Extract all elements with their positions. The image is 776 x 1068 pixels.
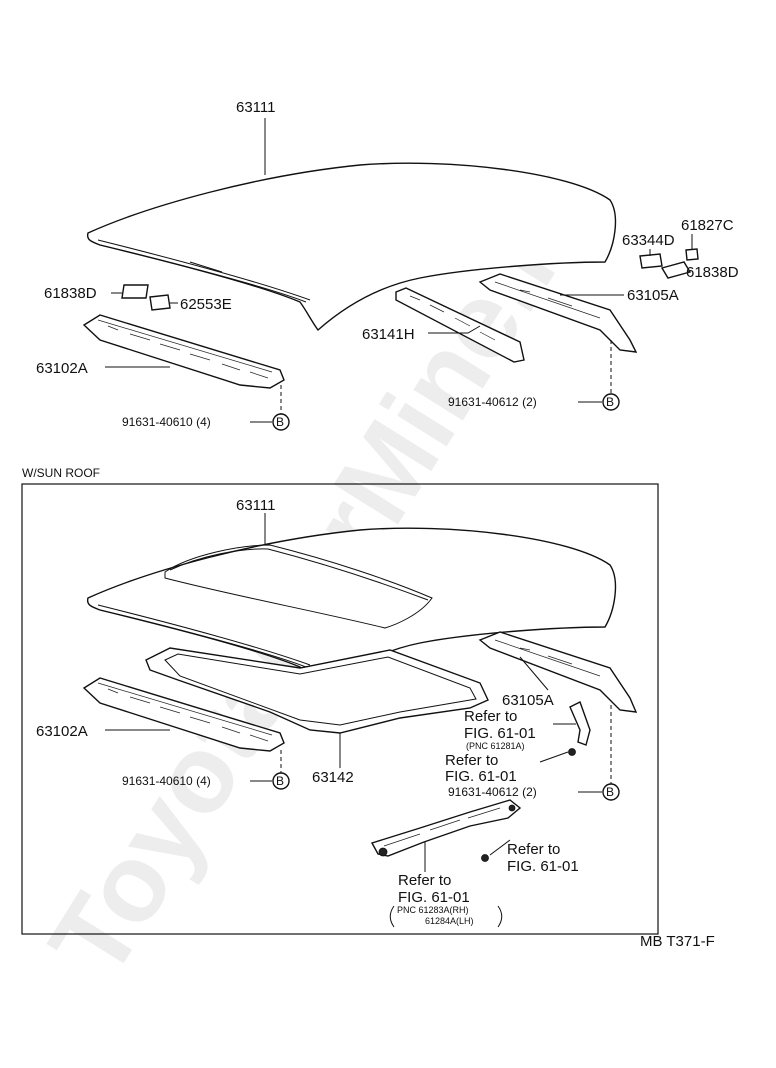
ref1-line2: FIG. 61-01 xyxy=(464,725,536,742)
ref3-line2: FIG. 61-01 xyxy=(507,858,579,875)
bolt-symbol-right-sunroof-text: B xyxy=(606,785,614,799)
ref3-line1: Refer to xyxy=(507,841,560,858)
label-reinforcement-rear: 63105A xyxy=(627,287,679,304)
label-reinforcement-rear-sunroof: 63105A xyxy=(502,692,554,709)
top-diagram: 63111 61838D 62553E 63102A B 91631-40610… xyxy=(36,99,739,431)
ref2-line1: Refer to xyxy=(445,752,498,769)
bottom-diagram: 63111 63142 63102A B 91631-40610 (4) 631… xyxy=(36,497,638,928)
label-bolt-right-sunroof: 91631-40612 (2) xyxy=(448,785,537,799)
pad-62553e xyxy=(149,294,171,311)
label-bolt-right: 91631-40612 (2) xyxy=(448,395,537,409)
rail-bolt xyxy=(508,804,516,812)
label-pad-right-mid: 63344D xyxy=(622,232,675,249)
sunroof-opening xyxy=(164,544,433,629)
sunroof-bracket xyxy=(569,701,591,746)
label-pad-right-top: 61827C xyxy=(681,217,734,234)
label-roof-panel-sunroof: 63111 xyxy=(236,497,276,514)
bolt-symbol-left-sunroof xyxy=(272,772,290,790)
screw-1 xyxy=(568,748,576,756)
paren-right xyxy=(497,905,503,928)
roof-bow xyxy=(395,287,525,363)
bolt-symbol-right-text: B xyxy=(606,395,614,409)
label-pad-left: 61838D xyxy=(44,285,97,302)
label-bolt-left-sunroof: 91631-40610 (4) xyxy=(122,774,211,788)
label-pad-right-low: 61838D xyxy=(686,264,739,281)
reinforcement-rear xyxy=(478,273,638,353)
bolt-symbol-right-sunroof xyxy=(602,783,620,801)
pad-61838d-left xyxy=(121,284,149,299)
bolt-symbol-left xyxy=(272,413,290,431)
figure-code: MB T371-F xyxy=(640,933,715,950)
ref1-pnc: (PNC 61281A) xyxy=(466,741,525,751)
ref4-pnc-1: PNC 61283A(RH) xyxy=(397,905,469,915)
paren-left xyxy=(389,905,395,928)
ref4-line1: Refer to xyxy=(398,872,451,889)
sunroof-section-frame xyxy=(21,483,659,935)
label-bolt-left: 91631-40610 (4) xyxy=(122,415,211,429)
reinforcement-front-sunroof xyxy=(82,677,285,752)
ref2-line2: FIG. 61-01 xyxy=(445,768,517,785)
bolt-symbol-left-text: B xyxy=(276,415,284,429)
label-sunroof-frame: 63142 xyxy=(312,769,354,786)
reinforcement-front xyxy=(82,314,285,389)
screw-2 xyxy=(481,854,489,862)
bolt-symbol-right xyxy=(602,393,620,411)
ref1-line1: Refer to xyxy=(464,708,517,725)
pad-61827c xyxy=(685,248,699,261)
reinforcement-rear-sunroof xyxy=(478,631,638,713)
section-heading: W/SUN ROOF xyxy=(22,466,100,480)
label-reinforcement-front-sunroof: 63102A xyxy=(36,723,88,740)
rail-end xyxy=(378,847,388,857)
label-reinforcement-front: 63102A xyxy=(36,360,88,377)
bolt-symbol-left-sunroof-text: B xyxy=(276,774,284,788)
pad-63344d xyxy=(639,253,663,269)
ref4-pnc-2: 61284A(LH) xyxy=(425,916,474,926)
label-pad-left-2: 62553E xyxy=(180,296,232,313)
pad-61838d-right xyxy=(660,261,692,279)
label-roof-panel: 63111 xyxy=(236,99,276,116)
label-bow: 63141H xyxy=(362,326,415,343)
ref4-line2: FIG. 61-01 xyxy=(398,889,470,906)
